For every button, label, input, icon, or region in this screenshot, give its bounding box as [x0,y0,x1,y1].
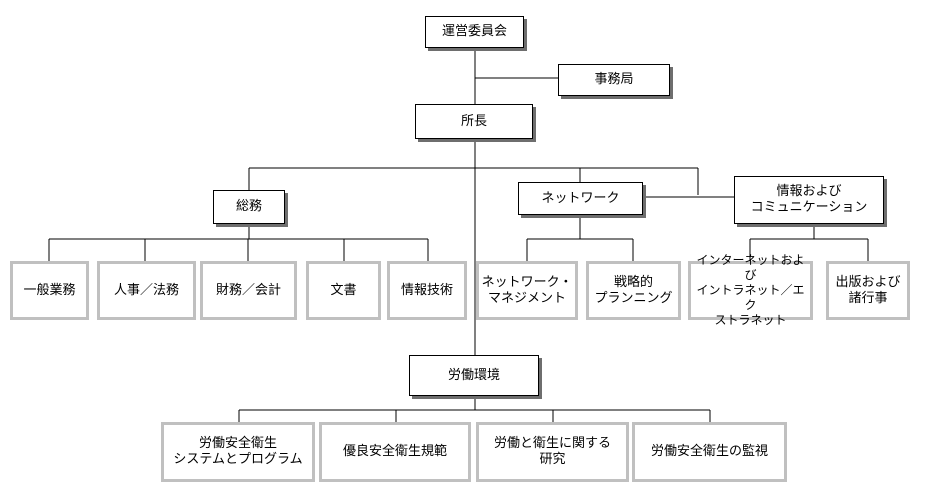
info-comm-box: 情報および コミュニケーション [734,176,884,224]
publications-events-box: 出版および 諸行事 [826,261,910,320]
hr-legal-box: 人事／法務 [97,261,196,320]
network-management-box: ネットワーク・ マネジメント [476,261,578,320]
documents-box: 文書 [306,261,381,320]
steering-committee-box: 運営委員会 [425,16,524,48]
general-business-box: 一般業務 [10,261,89,320]
information-technology-box: 情報技術 [387,261,467,320]
network-box: ネットワーク [518,182,643,215]
secretariat-box: 事務局 [558,64,670,96]
finance-accounting-box: 財務／会計 [200,261,297,320]
internet-intranet-extranet-box: インターネットおよび イントラネット／エク ストラネット [688,253,813,327]
osh-monitoring-box: 労働安全衛生の監視 [632,422,787,482]
strategic-planning-box: 戦略的 プランニング [586,261,681,320]
osh-systems-programs-box: 労働安全衛生 システムとプログラム [161,422,315,482]
good-osh-practice-box: 優良安全衛生規範 [319,422,471,482]
general-affairs-box: 総務 [213,190,285,224]
director-box: 所長 [415,104,533,139]
labor-health-research-box: 労働と衛生に関する 研究 [476,422,629,482]
labor-environment-box: 労働環境 [409,355,539,396]
